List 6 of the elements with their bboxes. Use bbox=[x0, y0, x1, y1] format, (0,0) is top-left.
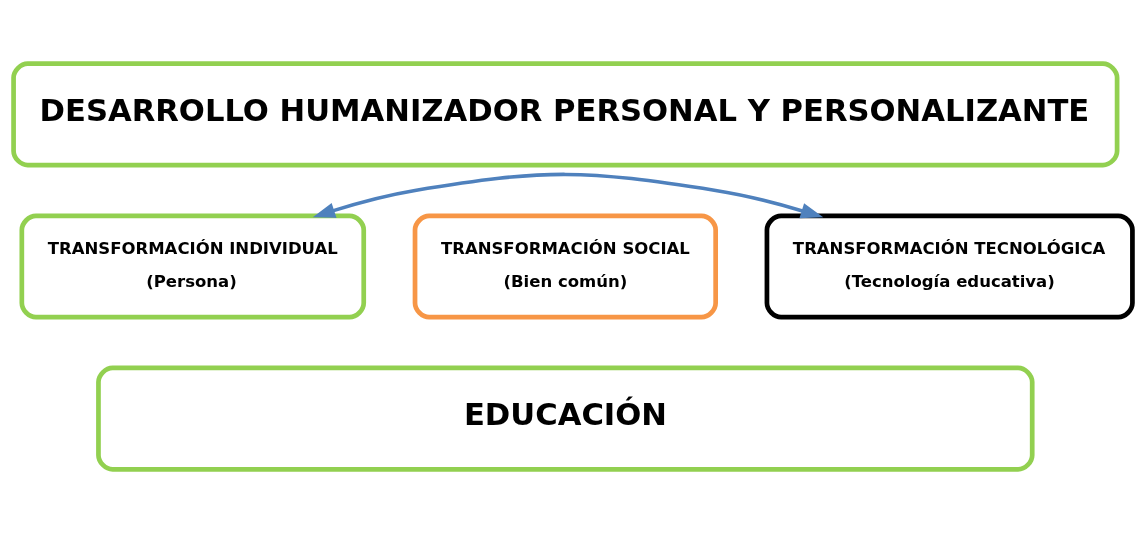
node-box: TRANSFORMACIÓN INDIVIDUAL (Persona) bbox=[19, 213, 367, 320]
node-box: TRANSFORMACIÓN SOCIAL (Bien común) bbox=[412, 213, 718, 320]
arrow bbox=[312, 172, 824, 219]
node-box: TRANSFORMACIÓN TECNOLÓGICA (Tecnología educativa) bbox=[764, 213, 1135, 320]
node-box: DESARROLLO HUMANIZADOR PERSONAL Y PERSONALIZANTE bbox=[11, 61, 1120, 168]
node-box: EDUCACIÓN bbox=[96, 365, 1035, 472]
